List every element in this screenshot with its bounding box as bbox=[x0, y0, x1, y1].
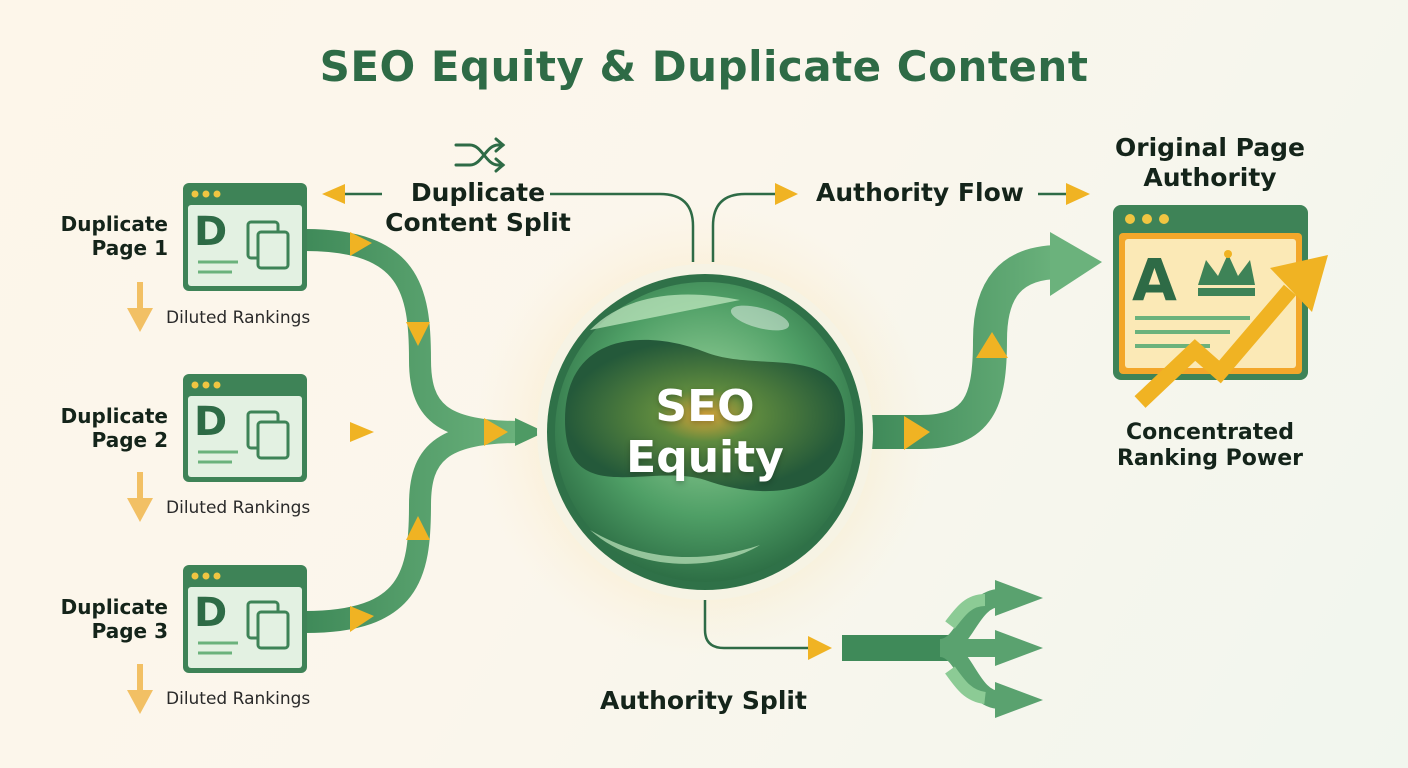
flow-arrowheads bbox=[350, 232, 508, 632]
seo-equity-sphere bbox=[537, 264, 873, 600]
duplicate-glyph-1: D bbox=[194, 209, 228, 255]
connector-arrowheads bbox=[322, 183, 1090, 660]
duplicate-page-1-label: Duplicate Page 1 bbox=[60, 212, 168, 260]
copy-pages-icon bbox=[246, 220, 290, 270]
authority-flow-head bbox=[1050, 232, 1102, 296]
authority-split-fan bbox=[842, 580, 1043, 718]
diluted-down-arrows bbox=[127, 282, 153, 714]
original-page-authority-label: Original Page Authority bbox=[1115, 133, 1305, 192]
duplicate-card-1 bbox=[183, 183, 307, 291]
duplicate-page-3-label: Duplicate Page 3 bbox=[60, 595, 168, 643]
diluted-rankings-1: Diluted Rankings bbox=[166, 308, 311, 328]
diluted-rankings-3: Diluted Rankings bbox=[166, 689, 311, 709]
connector-lines bbox=[345, 192, 1068, 650]
seo-equity-label: SEO Equity bbox=[626, 381, 784, 483]
copy-pages-icon bbox=[246, 410, 290, 460]
duplicate-content-split-label: Duplicate Content Split bbox=[385, 178, 571, 237]
duplicate-glyph-2: D bbox=[194, 399, 228, 445]
authority-split-label: Authority Split bbox=[600, 686, 807, 715]
crown-icon bbox=[1198, 250, 1255, 296]
page-title: SEO Equity & Duplicate Content bbox=[319, 42, 1089, 91]
duplicate-page-2-label: Duplicate Page 2 bbox=[60, 404, 168, 452]
copy-pages-icon bbox=[246, 600, 290, 650]
authority-flow-label: Authority Flow bbox=[816, 178, 1024, 207]
duplicate-glyph-3: D bbox=[194, 590, 228, 636]
duplicate-card-2 bbox=[183, 374, 307, 482]
duplicate-card-3 bbox=[183, 565, 307, 673]
concentrated-ranking-power-label: Concentrated Ranking Power bbox=[1116, 420, 1304, 472]
diluted-rankings-2: Diluted Rankings bbox=[166, 498, 311, 518]
original-glyph: A bbox=[1132, 246, 1177, 314]
trend-up-arrow-icon bbox=[1134, 255, 1328, 408]
shuffle-icon bbox=[454, 137, 506, 173]
